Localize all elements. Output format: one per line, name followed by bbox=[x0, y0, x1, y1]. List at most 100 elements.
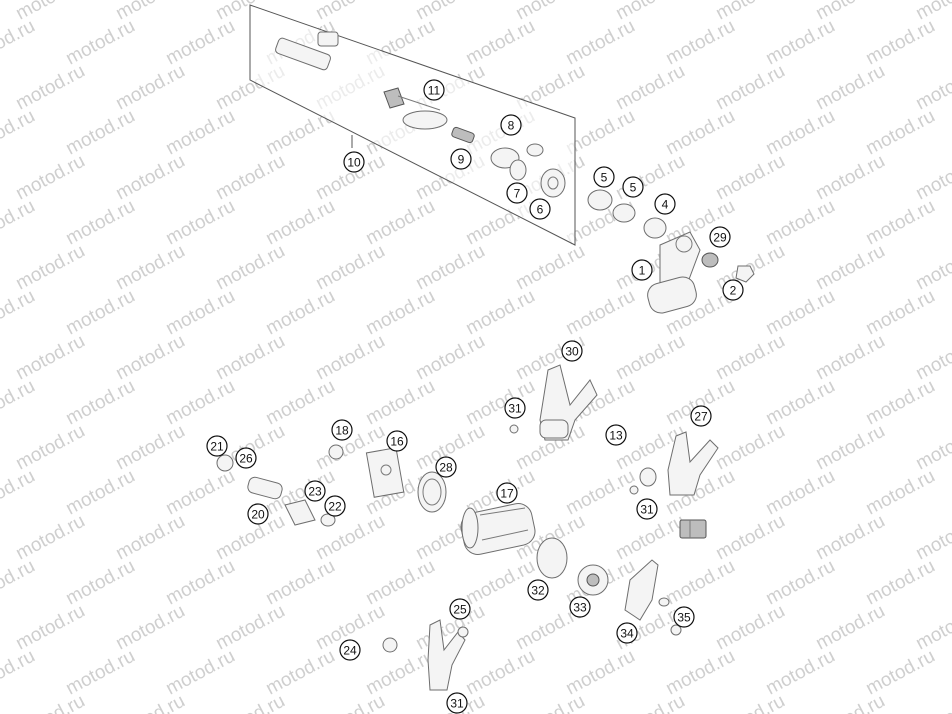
watermark-text: motod.ru bbox=[112, 421, 188, 475]
callout-10: 10 bbox=[343, 151, 365, 173]
callout-label: 22 bbox=[328, 500, 342, 514]
callout-31: 31 bbox=[504, 397, 526, 419]
callout-circle bbox=[529, 198, 551, 220]
watermark-text: motod.ru bbox=[512, 691, 588, 714]
spring-23 bbox=[284, 499, 316, 526]
watermark-text: motod.ru bbox=[262, 196, 338, 250]
shift-lever-1 bbox=[647, 231, 701, 314]
callout-label: 34 bbox=[620, 627, 634, 641]
watermark-text: motod.ru bbox=[462, 376, 538, 430]
callout-circle bbox=[593, 166, 615, 188]
watermark-text: motod.ru bbox=[812, 601, 888, 655]
shift-lever-34 bbox=[624, 559, 659, 621]
watermark-text: motod.ru bbox=[712, 601, 788, 655]
callout-34: 34 bbox=[616, 622, 638, 644]
callout-circle bbox=[722, 279, 744, 301]
bolt-35a bbox=[658, 597, 670, 607]
callout-label: 7 bbox=[514, 187, 521, 201]
watermark-text: motod.ru bbox=[0, 286, 39, 340]
callout-label: 1 bbox=[639, 264, 646, 278]
callout-label: 25 bbox=[453, 603, 467, 617]
watermark-text: motod.ru bbox=[812, 421, 888, 475]
watermark-text: motod.ru bbox=[262, 376, 338, 430]
sensor-plug bbox=[679, 519, 707, 539]
callout-28: 28 bbox=[435, 456, 457, 478]
shift-shaft-20 bbox=[247, 476, 283, 500]
shift-drum-cover-32 bbox=[536, 537, 568, 579]
kit-washer bbox=[402, 110, 448, 130]
locator-33 bbox=[577, 564, 609, 596]
watermark-text: motod.ru bbox=[262, 556, 338, 610]
kit-clip bbox=[526, 143, 544, 157]
watermark-text: motod.ru bbox=[62, 556, 138, 610]
kit-nut bbox=[383, 87, 405, 109]
watermark-text: motod.ru bbox=[62, 466, 138, 520]
callout-13: 13 bbox=[605, 424, 627, 446]
watermark-text: motod.ru bbox=[312, 691, 388, 714]
pin-25 bbox=[457, 626, 469, 638]
nut-2 bbox=[735, 265, 755, 283]
shift-fork-30 bbox=[539, 364, 598, 441]
callout-11: 11 bbox=[423, 79, 445, 101]
callout-label: 8 bbox=[508, 119, 515, 133]
callout-33: 33 bbox=[569, 596, 591, 618]
callout-30: 30 bbox=[561, 340, 583, 362]
callout-circle bbox=[622, 176, 644, 198]
callout-32: 32 bbox=[527, 579, 549, 601]
watermark-text: motod.ru bbox=[762, 556, 838, 610]
watermark-text: motod.ru bbox=[262, 646, 338, 700]
watermark-text: motod.ru bbox=[562, 16, 638, 70]
watermark-text: motod.ru bbox=[162, 466, 238, 520]
watermark-text: motod.ru bbox=[862, 466, 938, 520]
callout-circle bbox=[446, 692, 468, 714]
washer-29 bbox=[701, 252, 719, 268]
watermark-text: motod.ru bbox=[0, 106, 39, 160]
callout-circle bbox=[605, 424, 627, 446]
watermark-text: motod.ru bbox=[712, 151, 788, 205]
repair-kit-panel bbox=[249, 4, 576, 246]
callout-18: 18 bbox=[331, 419, 353, 441]
bearing-5a bbox=[587, 189, 613, 211]
callout-9: 9 bbox=[450, 148, 472, 170]
callout-2: 2 bbox=[722, 279, 744, 301]
callout-label: 31 bbox=[640, 503, 654, 517]
kit-spring bbox=[451, 126, 475, 144]
callout-circle bbox=[450, 148, 472, 170]
watermark-text: motod.ru bbox=[362, 556, 438, 610]
watermark-text: motod.ru bbox=[162, 556, 238, 610]
watermark-text: motod.ru bbox=[812, 241, 888, 295]
callout-circle bbox=[304, 480, 326, 502]
watermark-text: motod.ru bbox=[912, 151, 952, 205]
watermark-text: motod.ru bbox=[112, 331, 188, 385]
callout-label: 13 bbox=[609, 429, 623, 443]
callout-label: 11 bbox=[428, 84, 441, 98]
callout-label: 20 bbox=[251, 508, 265, 522]
watermark-text: motod.ru bbox=[912, 511, 952, 565]
watermark-text: motod.ru bbox=[762, 196, 838, 250]
callout-circle bbox=[673, 606, 695, 628]
shift-fork-31 bbox=[427, 619, 466, 691]
callout-label: 5 bbox=[630, 181, 637, 195]
watermark-text: motod.ru bbox=[12, 421, 88, 475]
watermark-text: motod.ru bbox=[712, 421, 788, 475]
shift-drum-housing-16 bbox=[365, 447, 405, 498]
watermark-text: motod.ru bbox=[662, 106, 738, 160]
watermark-text: motod.ru bbox=[212, 691, 288, 714]
watermark-text: motod.ru bbox=[712, 331, 788, 385]
watermark-text: motod.ru bbox=[912, 421, 952, 475]
watermark-text: motod.ru bbox=[812, 511, 888, 565]
callout-label: 24 bbox=[343, 644, 357, 658]
watermark-text: motod.ru bbox=[862, 106, 938, 160]
watermark-text: motod.ru bbox=[662, 646, 738, 700]
watermark-text: motod.ru bbox=[612, 691, 688, 714]
watermark-text: motod.ru bbox=[112, 61, 188, 115]
callout-label: 17 bbox=[500, 487, 514, 501]
watermark-text: motod.ru bbox=[12, 601, 88, 655]
watermark-text: motod.ru bbox=[912, 61, 952, 115]
watermark-text: motod.ru bbox=[12, 241, 88, 295]
watermark-text: motod.ru bbox=[362, 646, 438, 700]
callout-circle bbox=[343, 151, 365, 173]
callout-26: 26 bbox=[235, 447, 257, 469]
callout-circle bbox=[496, 482, 518, 504]
